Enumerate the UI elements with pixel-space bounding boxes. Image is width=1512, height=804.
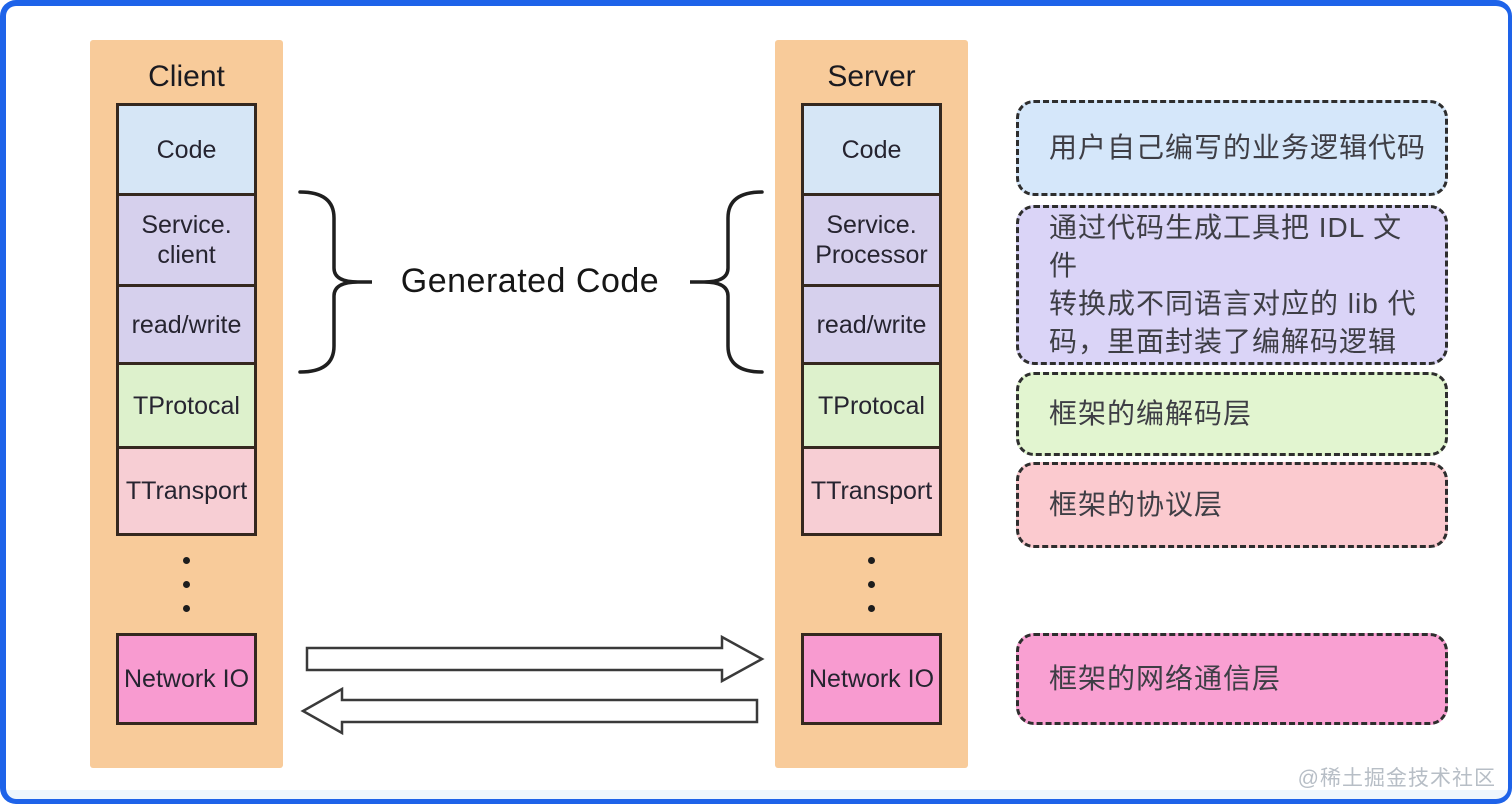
right-curly-brace-icon: [690, 190, 764, 374]
layer-tprotocal: TProtocal: [116, 362, 257, 449]
layer-read-write: read/write: [801, 284, 942, 365]
annotation-box-2: 通过代码生成工具把 IDL 文件 转换成不同语言对应的 lib 代 码，里面封装…: [1016, 205, 1448, 365]
annotation-box-4: 框架的协议层: [1016, 462, 1448, 548]
ellipsis-dot: [183, 605, 190, 612]
layer-ellipsis-dots: [801, 536, 942, 633]
client-stack-title: Client: [148, 60, 225, 93]
request-arrow-right-icon: [305, 634, 765, 684]
server-stack-title: Server: [827, 60, 916, 93]
ellipsis-dot: [183, 581, 190, 588]
layer-network-io: Network IO: [801, 633, 942, 725]
annotation-box-3: 框架的编解码层: [1016, 372, 1448, 456]
ellipsis-dot: [183, 557, 190, 564]
annotation-box-1: 用户自己编写的业务逻辑代码: [1016, 100, 1448, 196]
layer-network-io: Network IO: [116, 633, 257, 725]
ellipsis-dot: [868, 557, 875, 564]
left-curly-brace-icon: [298, 190, 372, 374]
layer-service-processor: Service. Processor: [801, 193, 942, 287]
layer-read-write: read/write: [116, 284, 257, 365]
watermark-text: @稀土掘金技术社区: [1297, 767, 1496, 790]
layer-ttransport: TTransport: [116, 446, 257, 536]
layer-service-client: Service. client: [116, 193, 257, 287]
layer-ellipsis-dots: [116, 536, 257, 633]
response-arrow-left-icon: [300, 686, 759, 736]
layer-code: Code: [801, 103, 942, 196]
ellipsis-dot: [868, 605, 875, 612]
ellipsis-dot: [868, 581, 875, 588]
layer-ttransport: TTransport: [801, 446, 942, 536]
generated-code-label: Generated Code: [400, 262, 660, 300]
network-io-arrows: [300, 634, 765, 736]
annotation-box-5: 框架的网络通信层: [1016, 633, 1448, 725]
bottom-strip: [6, 790, 1507, 799]
layer-tprotocal: TProtocal: [801, 362, 942, 449]
layer-code: Code: [116, 103, 257, 196]
